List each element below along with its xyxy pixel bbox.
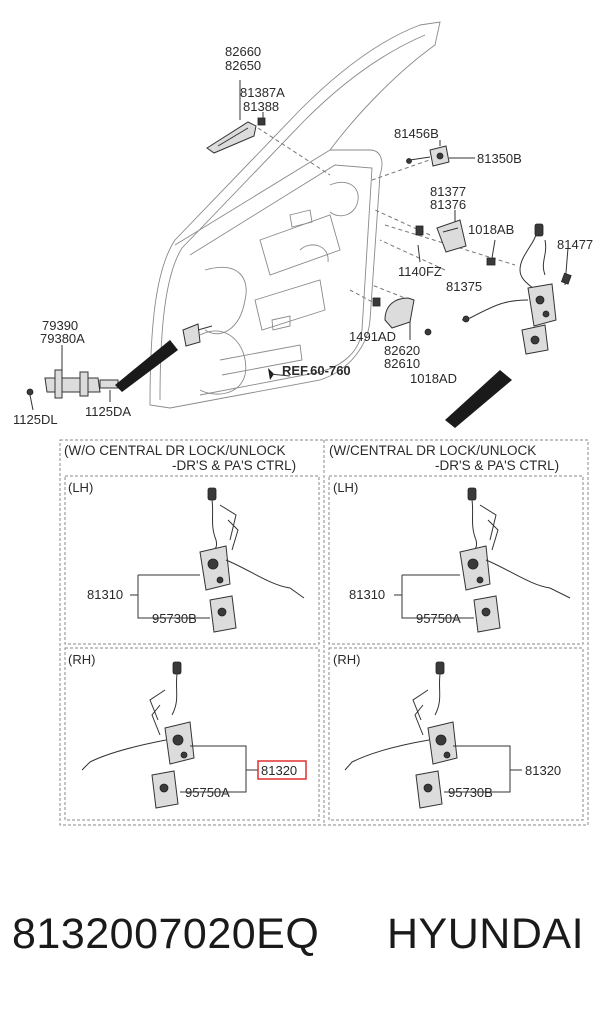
- w-lh-latch-label: 81310: [349, 587, 385, 602]
- label-1140fz: 1140FZ: [398, 264, 442, 279]
- top-labels: 82660 82650 81387A 81388 81456B 81350B 8…: [13, 44, 593, 427]
- wo-lh-latch-label: 81310: [87, 587, 123, 602]
- wo-rh-latch-label: 81320: [261, 763, 297, 778]
- label-82650: 82650: [225, 58, 261, 73]
- outside-handle-part: [206, 80, 266, 154]
- w-rh-latch-label: 81320: [525, 763, 561, 778]
- label-82620: 82620: [384, 343, 420, 358]
- door-checker-part: [26, 323, 213, 411]
- inner-handle-part: [372, 297, 432, 340]
- wo-lh-actuator-label: 95730B: [152, 611, 197, 626]
- latch-top-assembly: [461, 223, 572, 355]
- latch-drawing-left-lh: [130, 487, 305, 633]
- left-panel-header-1: (W/O CENTRAL DR LOCK/UNLOCK: [64, 443, 286, 458]
- label-82660: 82660: [225, 44, 261, 59]
- right-rh-tag: (RH): [333, 652, 360, 667]
- wo-rh-actuator-label: 95750A: [185, 785, 230, 800]
- right-panel-header-1: (W/CENTRAL DR LOCK/UNLOCK: [329, 443, 536, 458]
- label-81376: 81376: [430, 197, 466, 212]
- door-panel-drawing: [149, 21, 441, 409]
- highlight-box: [257, 760, 307, 780]
- label-81350b: 81350B: [477, 151, 522, 166]
- variant-panels: (W/O CENTRAL DR LOCK/UNLOCK -DR'S & PA'S…: [59, 439, 589, 826]
- label-1125da: 1125DA: [85, 404, 131, 419]
- w-lh-actuator-label: 95750A: [416, 611, 461, 626]
- inside-handle-bracket-part: [415, 210, 467, 263]
- label-1018ab: 1018AB: [468, 222, 514, 237]
- w-rh-actuator-label: 95730B: [448, 785, 493, 800]
- label-81387a: 81387A: [240, 85, 285, 100]
- part-number: 8132007020EQ: [12, 910, 320, 958]
- left-panel-header-2: -DR'S & PA'S CTRL): [172, 458, 296, 473]
- label-81375: 81375: [446, 279, 482, 294]
- label-81388: 81388: [243, 99, 279, 114]
- left-rh-tag: (RH): [68, 652, 95, 667]
- label-82610: 82610: [384, 356, 420, 371]
- label-81477: 81477: [557, 237, 593, 252]
- brand-name: HYUNDAI: [387, 910, 585, 958]
- latch-drawing-right-rh: [344, 661, 522, 809]
- latch-drawing-left-rh: [81, 661, 258, 809]
- label-81456b: 81456B: [394, 126, 439, 141]
- left-lh-tag: (LH): [68, 480, 93, 495]
- right-panel-header-2: -DR'S & PA'S CTRL): [435, 458, 559, 473]
- callout-wedges: [115, 340, 512, 428]
- footer: 8132007020EQ HYUNDAI: [0, 910, 613, 980]
- striker-part: [406, 140, 475, 167]
- label-1018ad: 1018AD: [410, 371, 457, 386]
- label-1125dl: 1125DL: [13, 412, 58, 427]
- label-1491ad: 1491AD: [349, 329, 396, 344]
- label-81377: 81377: [430, 184, 466, 199]
- right-lh-tag: (LH): [333, 480, 358, 495]
- ref-label: REF.60-760: [282, 363, 351, 378]
- label-79390: 79390: [42, 318, 78, 333]
- latch-drawing-right-lh: [394, 487, 571, 633]
- parts-diagram: 82660 82650 81387A 81388 81456B 81350B 8…: [13, 21, 593, 826]
- label-79380a: 79380A: [40, 331, 85, 346]
